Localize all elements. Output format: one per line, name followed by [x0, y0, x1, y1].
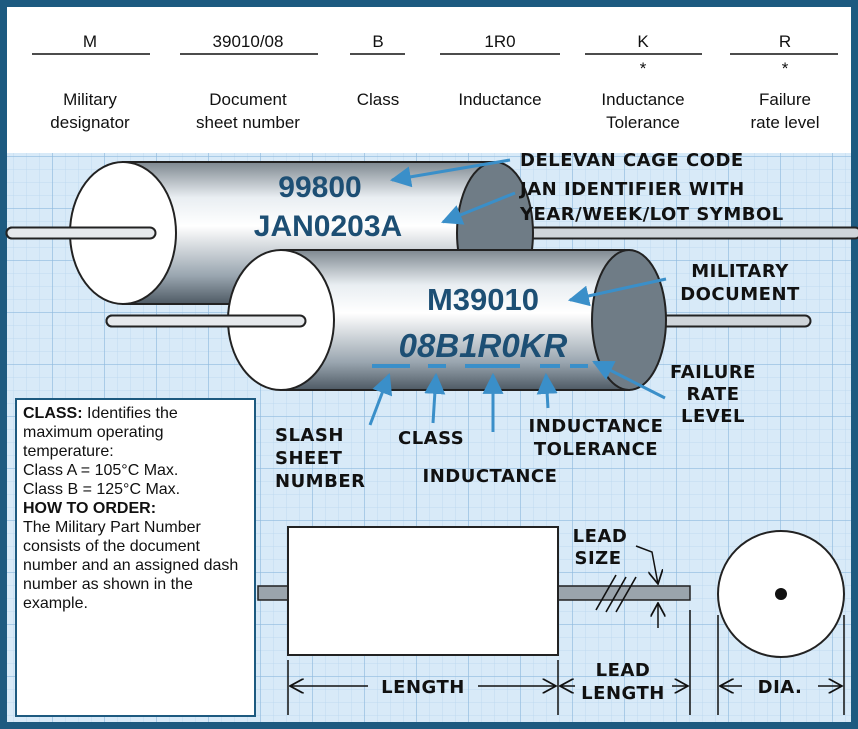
pn-code: R [779, 32, 791, 51]
class-a: Class A = 105°C Max. [23, 462, 179, 479]
pn-label-line1: Military [63, 90, 117, 109]
front-marking-line2: 08B1R0KR [399, 327, 568, 364]
label-military-doc-1: MILITARY [691, 261, 789, 282]
pn-star: * [782, 59, 789, 78]
label-tolerance-2: TOLERANCE [534, 439, 658, 460]
label-failure-1: FAILURE [670, 362, 756, 383]
dim-leadsize-2: SIZE [574, 548, 621, 569]
label-tolerance-1: INDUCTANCE [529, 416, 664, 437]
label-jan-identifier-2: YEAR/WEEK/LOT SYMBOL [519, 204, 784, 225]
label-slash-3: NUMBER [275, 471, 365, 492]
order-heading: HOW TO ORDER: [23, 500, 157, 517]
back-marking-line1: 99800 [278, 171, 361, 204]
dim-leadlen-1: LEAD [596, 660, 651, 681]
part-number-panel [7, 7, 851, 153]
dim-leadsize-arrow-top [635, 545, 658, 584]
arrow-jan-identifier [441, 191, 516, 225]
pn-label-line2: Tolerance [606, 113, 680, 132]
info-box: CLASS: Identifies the maximum operating … [15, 398, 256, 717]
dim-end-view-lead [775, 588, 787, 600]
front-inductor: M39010 08B1R0KR [105, 249, 812, 391]
label-slash-1: SLASH [275, 425, 344, 446]
pn-label-line1: Class [357, 90, 400, 109]
pn-code: B [372, 32, 383, 51]
dim-length-label: LENGTH [381, 677, 465, 698]
pn-star: * [640, 59, 647, 78]
pn-code: K [637, 32, 649, 51]
dim-dia-label: DIA. [758, 677, 803, 698]
pn-code: 1R0 [484, 32, 515, 51]
dim-leadsize-1: LEAD [573, 526, 628, 547]
arrow-cage-code [389, 158, 511, 188]
label-inductance: INDUCTANCE [423, 466, 558, 487]
pn-code: M [83, 32, 97, 51]
label-cage-code: DELEVAN CAGE CODE [520, 150, 744, 171]
pn-label-line1: Inductance [601, 90, 684, 109]
class-description: Identifies the maximum operating tempera… [23, 405, 178, 460]
pn-code: 39010/08 [213, 32, 284, 51]
front-end-cap [591, 249, 667, 391]
pn-label-line2: sheet number [196, 113, 300, 132]
dim-break-marks [595, 574, 637, 613]
arrow-military-document [567, 277, 667, 307]
callout-arrows [368, 158, 667, 432]
arrow-tolerance [536, 372, 558, 409]
label-failure-3: LEVEL [681, 406, 745, 427]
pn-label-line2: rate level [751, 113, 820, 132]
label-military-doc-2: DOCUMENT [680, 284, 800, 305]
pn-label-line2: designator [50, 113, 130, 132]
back-marking-line2: JAN0203A [254, 210, 402, 243]
arrow-class [424, 372, 446, 424]
dim-leadlen-2: LENGTH [581, 683, 665, 704]
pn-label-line1: Inductance [458, 90, 541, 109]
label-jan-identifier-1: JAN IDENTIFIER WITH [518, 179, 745, 200]
dimension-drawing: LENGTH LEAD LENGTH LEAD SIZE DIA. [257, 526, 845, 715]
order-description: The Military Part Number consists of the… [23, 519, 239, 612]
label-class: CLASS [398, 428, 464, 449]
class-heading: CLASS: [23, 405, 83, 422]
arrow-failure-rate [592, 360, 666, 400]
class-b: Class B = 125°C Max. [23, 481, 181, 498]
pn-label-line1: Document [209, 90, 287, 109]
dim-body [287, 526, 559, 656]
pn-label-line1: Failure [759, 90, 811, 109]
label-slash-2: SHEET [275, 448, 343, 469]
front-marking-line1: M39010 [427, 282, 539, 317]
label-failure-2: RATE [687, 384, 740, 405]
arrow-slash-sheet [368, 373, 393, 426]
